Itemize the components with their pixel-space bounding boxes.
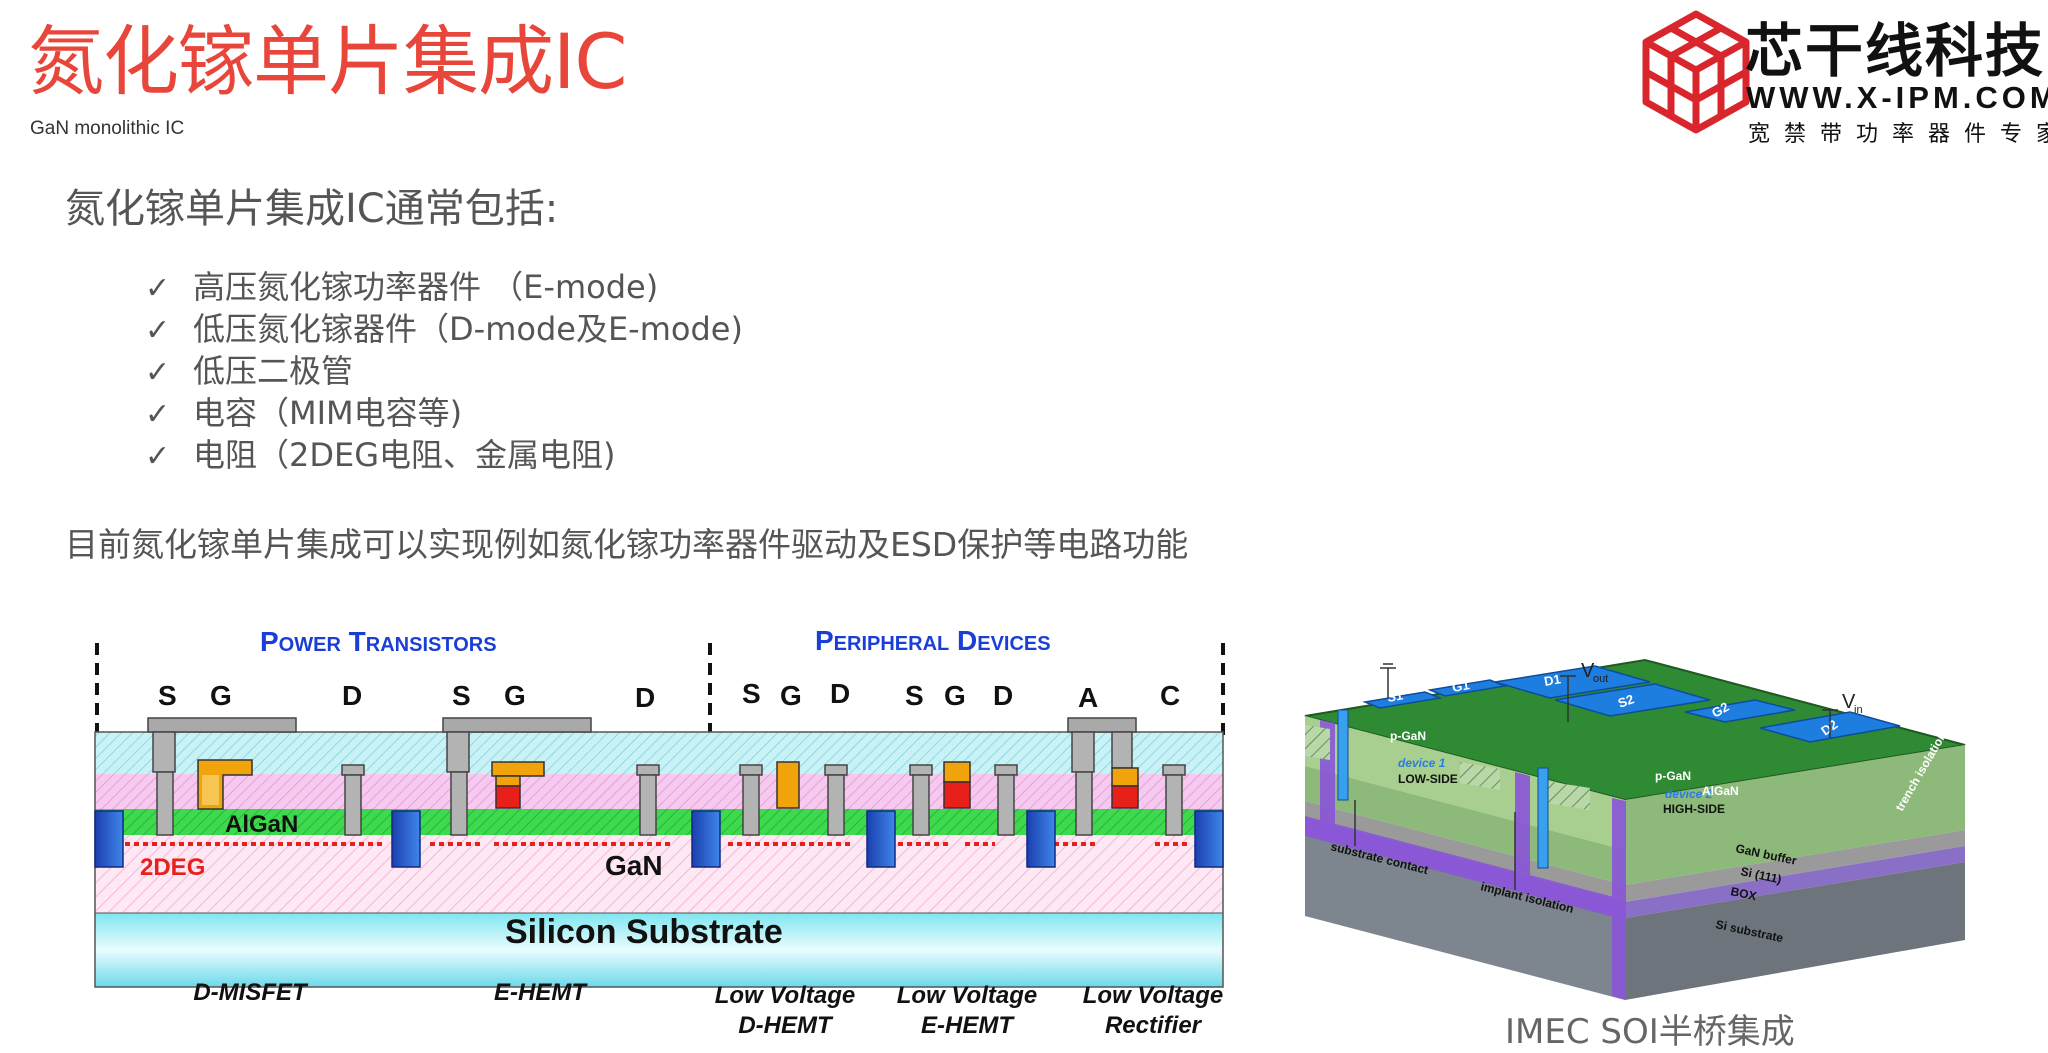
list-item: ✓电容（MIM电容等) xyxy=(145,392,743,434)
isolation-implants xyxy=(94,810,1224,868)
svg-text:D-MISFET: D-MISFET xyxy=(193,979,309,1006)
page-title: 氮化镓单片集成IC xyxy=(28,17,627,106)
substrate-label: Silicon Substrate xyxy=(505,913,783,951)
svg-text:BOX: BOX xyxy=(1729,884,1757,903)
logo-url: WWW.X-IPM.COM xyxy=(1746,80,2048,115)
svg-text:S: S xyxy=(158,680,177,711)
svg-text:V: V xyxy=(1581,660,1595,682)
imec-caption: IMEC SOI半桥集成 xyxy=(1505,1012,1795,1052)
svg-text:D: D xyxy=(342,680,362,711)
svg-text:device 1: device 1 xyxy=(1398,756,1446,770)
list-item: ✓高压氮化镓功率器件 （E-mode) xyxy=(145,266,743,308)
svg-text:S: S xyxy=(452,680,471,711)
svg-text:S1: S1 xyxy=(1386,687,1404,705)
svg-text:D: D xyxy=(635,682,655,713)
gan-ic-cross-section: Power Transistors Peripheral Devices xyxy=(94,625,1225,1039)
lead-text: 氮化镓单片集成IC通常包括: xyxy=(65,186,559,232)
section-title-peripheral: Peripheral Devices xyxy=(815,625,1051,656)
summary-statement: 目前氮化镓单片集成可以实现例如氮化镓功率器件驱动及ESD保护等电路功能 xyxy=(65,525,1189,564)
imec-soi-half-bridge-figure: S1 G1 D1 S2 G2 D2 p-GaN device 1 LOW-SID… xyxy=(1304,658,1966,1000)
logo-tagline: 宽禁带功率器件专家 xyxy=(1748,122,2048,147)
svg-text:G1: G1 xyxy=(1451,677,1471,695)
logo-hexagon-icon xyxy=(1642,10,1750,134)
checkmark-icon: ✓ xyxy=(145,439,171,474)
page-subtitle: GaN monolithic IC xyxy=(30,118,185,139)
svg-text:G: G xyxy=(780,680,802,711)
svg-text:p-GaN: p-GaN xyxy=(1390,729,1426,743)
checkmark-icon: ✓ xyxy=(145,313,171,348)
svg-text:p-GaN: p-GaN xyxy=(1655,769,1691,783)
svg-text:E-HEMT: E-HEMT xyxy=(494,979,588,1006)
svg-text:HIGH-SIDE: HIGH-SIDE xyxy=(1663,802,1725,816)
list-item: ✓电阻（2DEG电阻、金属电阻) xyxy=(145,434,743,476)
svg-text:G: G xyxy=(944,680,966,711)
logo-name: 芯干线科技 xyxy=(1745,17,2046,85)
svg-text:S: S xyxy=(905,680,924,711)
svg-text:LOW-SIDE: LOW-SIDE xyxy=(1398,772,1458,786)
svg-text:out: out xyxy=(1593,673,1608,685)
dielectric-layer xyxy=(95,774,1223,809)
company-logo xyxy=(1642,10,1750,134)
svg-text:G: G xyxy=(504,680,526,711)
svg-text:in: in xyxy=(1854,704,1863,716)
gan-label: GaN xyxy=(605,850,663,881)
svg-text:S: S xyxy=(742,678,761,709)
svg-text:G: G xyxy=(210,680,232,711)
list-item: ✓低压二极管 xyxy=(145,350,743,392)
gate-electrodes xyxy=(197,759,1139,810)
feature-list: ✓高压氮化镓功率器件 （E-mode) ✓低压氮化镓器件（D-mode及E-mo… xyxy=(145,266,743,476)
field-plates xyxy=(147,717,1137,733)
svg-text:V: V xyxy=(1842,691,1856,713)
silicon-substrate xyxy=(94,912,1224,988)
checkmark-icon: ✓ xyxy=(145,271,171,306)
svg-text:device 2: device 2 xyxy=(1665,787,1713,801)
svg-text:S2: S2 xyxy=(1616,691,1636,711)
section-title-power: Power Transistors xyxy=(260,626,497,657)
metal-contacts xyxy=(152,731,1186,836)
svg-text:D1: D1 xyxy=(1543,671,1562,689)
svg-text:A: A xyxy=(1078,682,1098,713)
svg-text:D: D xyxy=(993,680,1013,711)
svg-text:AlGaN: AlGaN xyxy=(1702,784,1739,798)
checkmark-icon: ✓ xyxy=(145,397,171,432)
svg-text:C: C xyxy=(1160,680,1180,711)
checkmark-icon: ✓ xyxy=(145,355,171,390)
algan-label: AlGaN xyxy=(225,811,298,838)
twodeg-label: 2DEG xyxy=(140,854,205,881)
list-item: ✓低压氮化镓器件（D-mode及E-mode) xyxy=(145,308,743,350)
terminal-labels: S G D S G D S G D S G D A C xyxy=(158,678,1180,713)
svg-text:D: D xyxy=(830,678,850,709)
